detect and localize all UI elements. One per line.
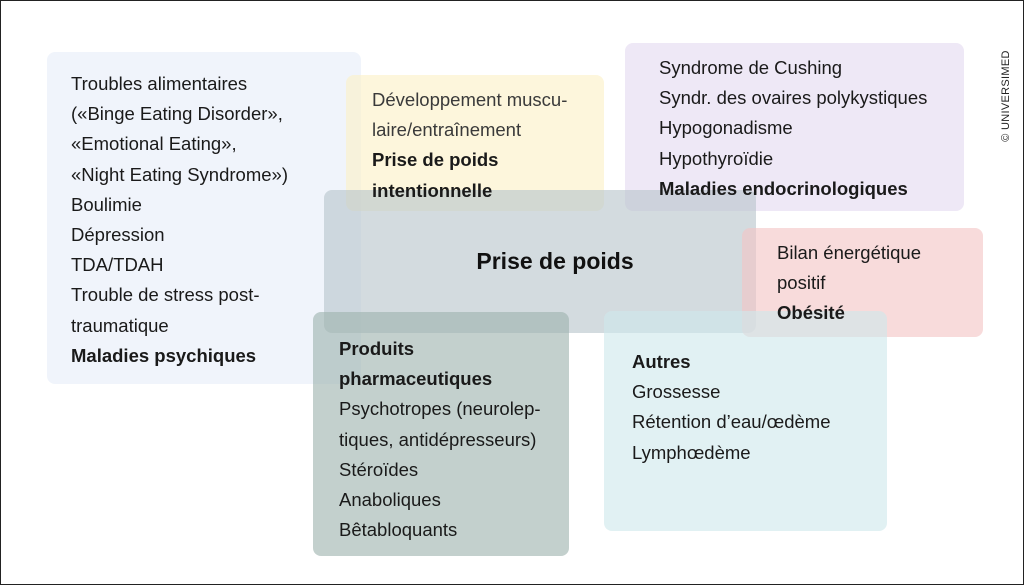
mental-illness-heading: Maladies psychiques [71,344,257,366]
mental-illness-item: Boulimie [71,193,142,215]
other-item: Lymphœdème [632,441,751,463]
mental-illness-item: «Night Eating Syndrome») [71,163,288,185]
box-center [324,190,756,333]
mental-illness-item: («Binge Eating Disorder», [71,103,283,125]
intentional-heading: intentionnelle [372,179,493,201]
pharmaceuticals-text: Produits pharmaceutiques Psychotropes (n… [339,334,541,545]
endocrine-text: Syndrome de Cushing Syndr. des ovaires p… [659,53,927,204]
endocrine-item: Hypogonadisme [659,117,793,139]
endocrine-heading: Maladies endocrinologiques [659,177,908,199]
copyright-notice: © UNIVERSIMED [1000,50,1012,142]
pharmaceuticals-heading: pharmaceutiques [339,368,493,390]
mental-illness-text: Troubles alimentaires («Binge Eating Dis… [71,69,288,371]
obesity-heading: Obésité [777,302,845,324]
pharmaceuticals-heading: Produits [339,338,415,359]
obesity-item: Bilan énergétique [777,242,921,263]
box-mental-illness [47,52,361,384]
mental-illness-item: Troubles alimentaires [71,73,248,94]
intentional-heading: Prise de poids [372,149,499,171]
mental-illness-item: «Emotional Eating», [71,133,237,155]
mental-illness-item: traumatique [71,314,169,336]
intentional-item: Développement muscu- [372,89,568,110]
mental-illness-item: TDA/TDAH [71,254,164,276]
center-title: Prise de poids [476,248,634,274]
endocrine-item: Syndrome de Cushing [659,57,843,78]
box-pharmaceuticals [313,312,569,556]
endocrine-item: Hypothyroïdie [659,147,774,169]
box-endocrine-diseases [625,43,964,211]
endocrine-item: Syndr. des ovaires polykystiques [659,87,928,109]
pharmaceuticals-item: Psychotropes (neurolep- [339,398,541,420]
box-intentional-weight-gain [346,75,604,211]
intentional-weight-gain-text: Développement muscu- laire/entraînement … [372,85,567,206]
obesity-item: positif [777,272,826,294]
pharmaceuticals-item: Stéroïdes [339,458,419,480]
pharmaceuticals-item: Anaboliques [339,489,441,511]
pharmaceuticals-item: Bêtabloquants [339,519,458,541]
other-heading: Autres [632,351,691,372]
other-text: Autres Grossesse Rétention d’eau/œdème L… [632,347,830,468]
mental-illness-item: Dépression [71,224,165,246]
box-other [604,311,887,531]
other-item: Grossesse [632,381,721,403]
other-item: Rétention d’eau/œdème [632,411,831,433]
intentional-item: laire/entraînement [372,119,522,141]
pharmaceuticals-item: tiques, antidépresseurs) [339,428,537,450]
mental-illness-item: Trouble de stress post- [71,284,260,306]
obesity-text: Bilan énergétique positif Obésité [777,238,921,329]
